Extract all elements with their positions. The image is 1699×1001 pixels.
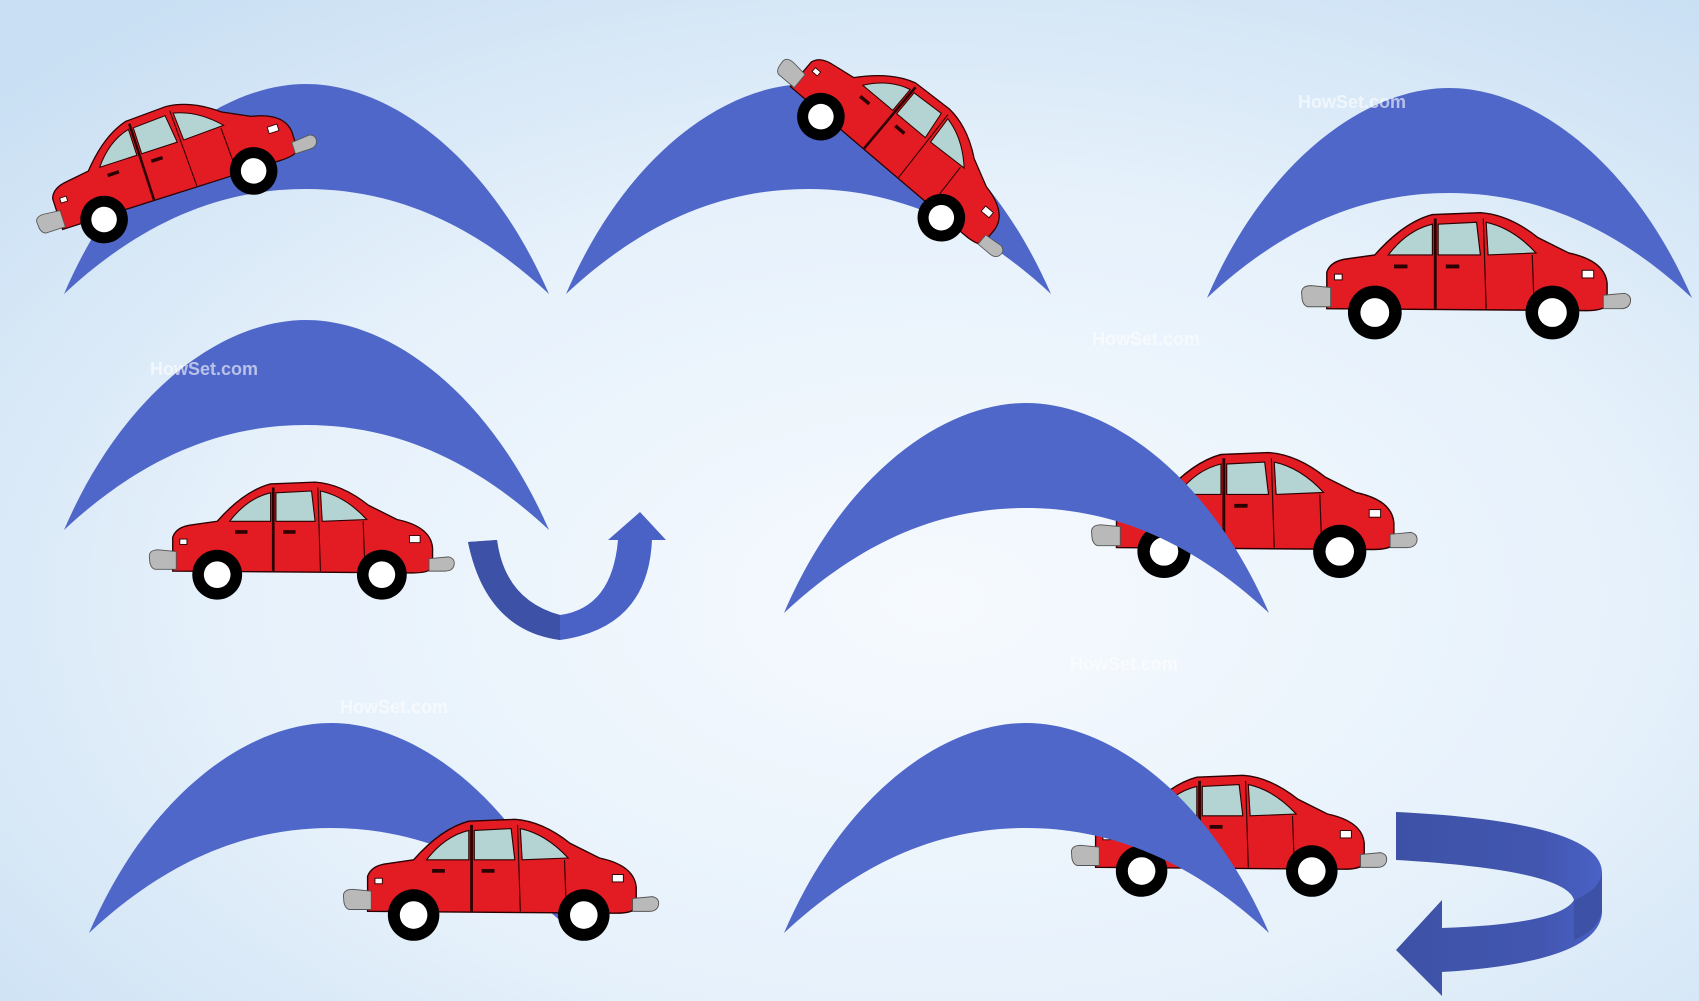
watermark-text: HowSet.com [1092,329,1200,349]
watermark-text: HowSet.com [1298,92,1406,112]
watermark-text: HowSet.com [150,359,258,379]
watermark-text: HowSet.com [340,697,448,717]
watermark-text: HowSet.com [1070,654,1178,674]
